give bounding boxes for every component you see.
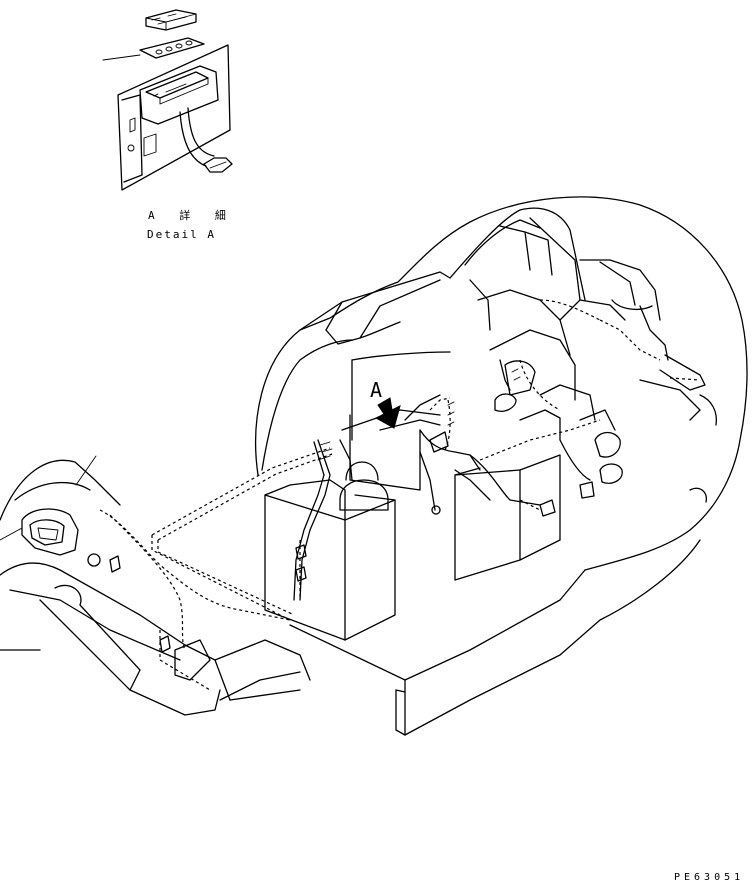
detail-title-japanese: A 詳 細 (148, 209, 235, 222)
detail-bracket-panel (117, 44, 233, 191)
detail-title-english: Detail A (147, 228, 216, 241)
right-tank (454, 454, 561, 581)
drawing-number: PE63051 (674, 872, 745, 883)
detail-gasket-plate (139, 37, 205, 59)
left-tank (264, 479, 396, 641)
machine-body (0, 196, 748, 736)
view-arrow-label: A (370, 378, 383, 402)
detail-switch-part (145, 9, 197, 31)
wiring-harness (87, 299, 701, 691)
detail-leader-line (102, 54, 141, 61)
engine-area (449, 207, 718, 503)
boom-arm (0, 455, 311, 716)
detail-a-inset (102, 9, 233, 191)
view-arrow-a (374, 397, 401, 429)
